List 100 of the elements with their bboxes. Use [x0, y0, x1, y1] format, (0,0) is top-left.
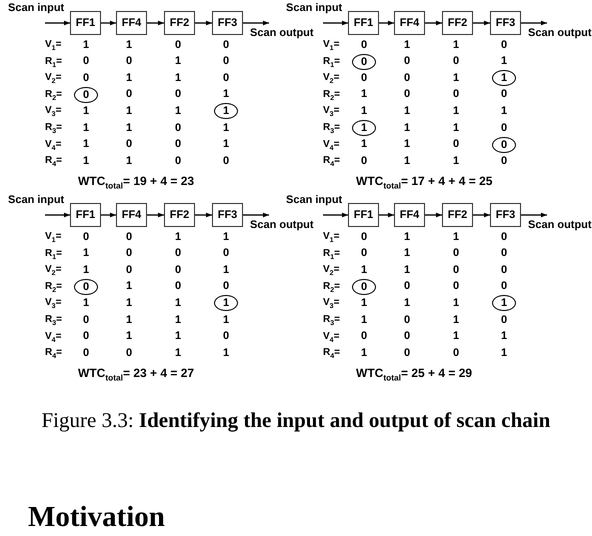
arrow [379, 20, 394, 26]
table-value: 0 [83, 230, 90, 244]
row-label: R$_{3}$= [45, 122, 62, 134]
edge-label: Scan input [8, 194, 64, 206]
table-value: 1 [361, 138, 368, 151]
table-value: 1 [453, 38, 460, 52]
table-value: 0 [223, 330, 230, 343]
table-value: 1 [361, 346, 368, 360]
table-value: 0 [361, 247, 368, 260]
total-formula: WTC$_{total}$= 19 + 4 = 23 [78, 175, 194, 189]
table-value: 1 [361, 104, 368, 118]
table-value: 0 [223, 55, 230, 68]
table-value: 0 [223, 72, 230, 84]
edge-label: Scan input [286, 194, 342, 206]
table-value: 1 [404, 122, 410, 134]
row-label: V$_{2}$= [45, 264, 62, 276]
table-value: 0 [83, 346, 90, 360]
table-value: 0 [501, 264, 508, 276]
flip-flop-box: FF4 [116, 203, 147, 227]
row-label: R$_{3}$= [323, 122, 340, 134]
table-value: 1 [83, 122, 90, 134]
row-label: R$_{3}$= [323, 314, 340, 326]
circled-value: 0 [352, 54, 376, 70]
flip-flop-box: FF4 [116, 11, 147, 35]
row-label: R$_{1}$= [45, 248, 62, 260]
total-formula: WTC$_{total}$= 25 + 4 = 29 [356, 367, 472, 381]
arrow [425, 20, 442, 26]
row-label: R$_{4}$= [323, 347, 340, 359]
table-value: 1 [453, 330, 460, 343]
table-value: 0 [501, 280, 508, 293]
table-value: 1 [223, 138, 230, 151]
table-value: 0 [404, 314, 410, 326]
table-value: 0 [175, 247, 182, 260]
table-value: 1 [126, 104, 132, 118]
row-label: R$_{4}$= [323, 155, 340, 167]
circled-value: 0 [352, 278, 376, 295]
row-label: R$_{2}$= [45, 88, 62, 100]
table-value: 1 [404, 264, 410, 276]
table-value: 0 [361, 72, 368, 84]
total-formula: WTC$_{total}$= 23 + 4 = 27 [78, 367, 194, 381]
table-value: 1 [83, 264, 90, 276]
edge-label: Scan output [528, 26, 592, 40]
table-value: 0 [361, 230, 368, 244]
table-value: 1 [223, 230, 230, 244]
table-value: 1 [126, 296, 132, 310]
flip-flop-box: FF3 [212, 11, 243, 35]
table-value: 1 [404, 230, 410, 244]
row-label: V$_{3}$= [45, 297, 62, 309]
table-value: 0 [175, 138, 182, 151]
table-value: 0 [83, 314, 90, 326]
row-label: R$_{1}$= [323, 248, 340, 260]
arrow [45, 20, 70, 26]
table-value: 0 [361, 330, 368, 343]
arrow [147, 20, 164, 26]
table-value: 0 [501, 314, 508, 326]
edge-label: Scan output [528, 218, 592, 232]
table-value: 0 [83, 55, 90, 68]
arrow [521, 212, 547, 218]
table-value: 0 [223, 154, 230, 168]
table-value: 1 [361, 296, 368, 310]
table-value: 0 [501, 38, 508, 52]
table-value: 0 [404, 55, 410, 68]
arrow [243, 20, 269, 26]
flip-flop-box: FF3 [212, 203, 243, 227]
table-value: 1 [361, 264, 368, 276]
table-value: 0 [453, 55, 460, 68]
flip-flop-box: FF4 [394, 203, 425, 227]
arrow [101, 212, 116, 218]
circled-value: 1 [214, 103, 238, 120]
arrow [521, 20, 547, 26]
table-value: 1 [501, 346, 508, 360]
flip-flop-box: FF2 [164, 203, 195, 227]
table-value: 1 [175, 104, 182, 118]
table-value: 1 [175, 230, 182, 244]
table-value: 0 [453, 346, 460, 360]
table-value: 0 [83, 330, 90, 343]
table-value: 1 [453, 230, 460, 244]
table-value: 0 [361, 154, 368, 168]
row-label: R$_{4}$= [45, 347, 62, 359]
table-value: 0 [453, 280, 460, 293]
row-label: V$_{4}$= [323, 138, 340, 150]
edge-label: Scan output [250, 218, 314, 232]
circled-value: 1 [492, 295, 516, 312]
row-label: V$_{1}$= [45, 231, 62, 242]
table-value: 1 [83, 38, 90, 52]
row-label: R$_{4}$= [45, 155, 62, 167]
row-label: R$_{3}$= [45, 314, 62, 326]
table-value: 1 [223, 264, 230, 276]
table-value: 1 [175, 72, 182, 84]
table-value: 0 [126, 55, 132, 68]
table-value: 1 [453, 296, 460, 310]
row-label: V$_{3}$= [323, 105, 340, 117]
row-label: V$_{3}$= [323, 297, 340, 309]
table-value: 0 [126, 230, 132, 244]
flip-flop-box: FF2 [164, 11, 195, 35]
flip-flop-box: FF1 [70, 11, 101, 35]
flip-flop-box: FF1 [348, 11, 379, 35]
table-value: 0 [501, 122, 508, 134]
row-label: V$_{1}$= [323, 39, 340, 50]
figure-caption: Figure 3.3: Identifying the input and output of scan chain [42, 408, 550, 432]
